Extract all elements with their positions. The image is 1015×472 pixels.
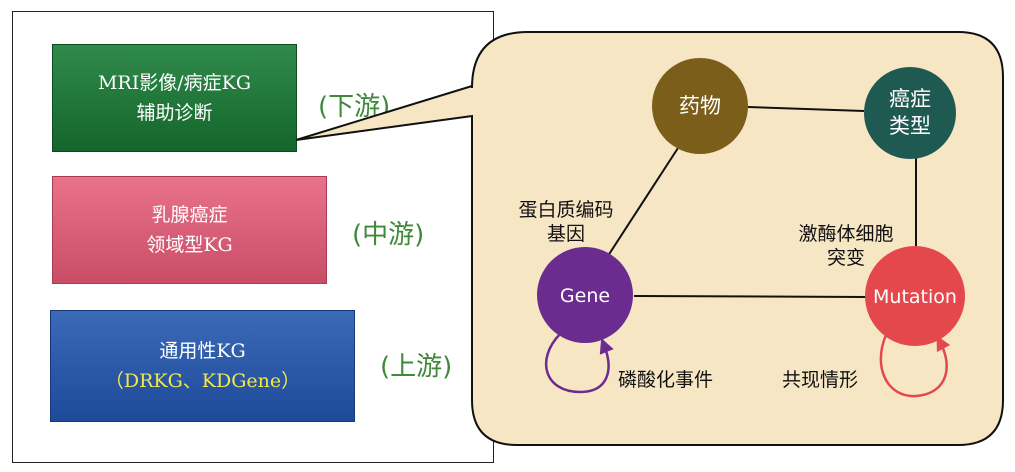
self-loop-gene — [544, 333, 614, 394]
edge-drug-cancer — [747, 106, 865, 112]
node-cancer-type-line2: 类型 — [889, 114, 931, 138]
node-drug-label: 药物 — [679, 94, 721, 118]
edge-label-mutation-cancer-line2: 突变 — [826, 247, 865, 269]
edge-label-mutation-cancer: 激酶体细胞 突变 — [776, 222, 916, 270]
node-gene — [537, 247, 633, 343]
node-cancer-type-line1: 癌症 — [889, 87, 931, 111]
node-drug — [652, 58, 748, 154]
self-loop-mutation — [879, 334, 951, 398]
edge-label-gene-drug: 蛋白质编码 基因 — [496, 198, 636, 246]
tier-label-upstream: (上游) — [380, 352, 453, 382]
upstream-box-line1: 通用性KG — [159, 340, 246, 362]
edge-label-gene-drug-line1: 蛋白质编码 — [518, 199, 614, 221]
midstream-box-line2: 领域型KG — [146, 234, 233, 256]
downstream-box-line2: 辅助诊断 — [136, 102, 213, 124]
edge-label-mutation-self: 共现情形 — [782, 369, 859, 391]
edge-label-gene-drug-line2: 基因 — [546, 223, 585, 245]
node-mutation — [865, 246, 965, 346]
edge-gene-mutation — [633, 295, 867, 298]
midstream-kg-box: 乳腺癌症 领域型KG — [52, 176, 327, 284]
edge-label-gene-self: 磷酸化事件 — [618, 369, 714, 391]
node-gene-label: Gene — [560, 285, 610, 307]
edge-drug-gene — [603, 147, 679, 263]
midstream-box-line1: 乳腺癌症 — [151, 204, 228, 226]
callout-bubble — [295, 31, 1004, 446]
downstream-kg-box: MRI影像/病症KG 辅助诊断 — [52, 44, 297, 152]
tier-label-midstream: (中游) — [352, 220, 425, 250]
upstream-kg-box: 通用性KG （DRKG、KDGene） — [50, 310, 355, 422]
node-cancer-type — [864, 67, 956, 159]
downstream-box-line1: MRI影像/病症KG — [97, 72, 252, 94]
node-mutation-label: Mutation — [873, 286, 957, 308]
edge-label-mutation-cancer-line1: 激酶体细胞 — [798, 223, 894, 245]
upstream-box-line2: （DRKG、KDGene） — [104, 370, 301, 392]
